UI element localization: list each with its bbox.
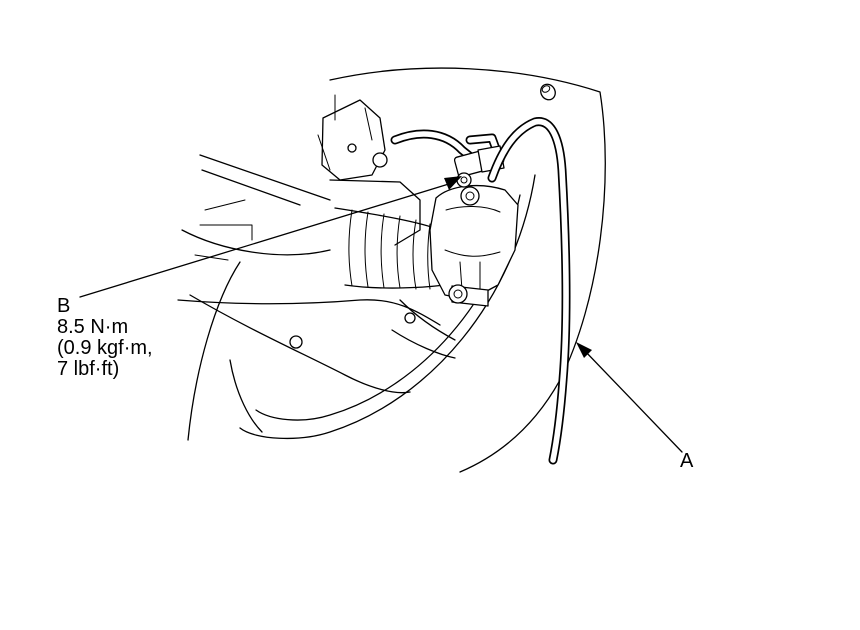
leader-line-b [79,182,453,298]
body-frame-lines [194,199,253,261]
leader-arrow-b [444,176,462,190]
suspension-arm-lower [177,229,441,326]
strut-nut [347,143,357,153]
rotor-edge [391,299,456,359]
drive-shaft-boot-icon [334,207,446,290]
callout-a: A [680,451,693,472]
leader-arrow-a [576,342,592,358]
callout-b: B 8.5 N·m (0.9 kgf·m, 7 lbf·ft) [57,296,153,380]
leader-line-a [583,349,683,453]
strut-bolt [372,152,388,168]
strut-body [321,99,386,181]
wheel-well-outer [329,67,606,473]
suspension-arm-upper [199,154,331,206]
hub-bolt-2 [404,312,416,324]
bleeder-cap-icon [540,83,556,101]
lower-fitting-icon [448,284,489,307]
callout-a-letter: A [680,450,694,472]
brake-hose-icon [487,117,571,465]
callout-b-torque-lbf: 7 lbf·ft) [57,358,120,380]
callout-b-letter: B [57,295,71,317]
callout-b-torque-nm: 8.5 N·m [57,316,129,338]
lower-arm-body [189,294,411,394]
tire-arc-edge [229,359,263,433]
caliper-icon [429,184,519,301]
strut-detail [317,94,373,171]
hub-bolt [289,335,303,349]
callout-b-torque-kgf: (0.9 kgf·m, [57,337,153,359]
banjo-bolt-icon [453,145,505,188]
wheel-well-rim [187,261,241,441]
knuckle-body [329,179,421,246]
